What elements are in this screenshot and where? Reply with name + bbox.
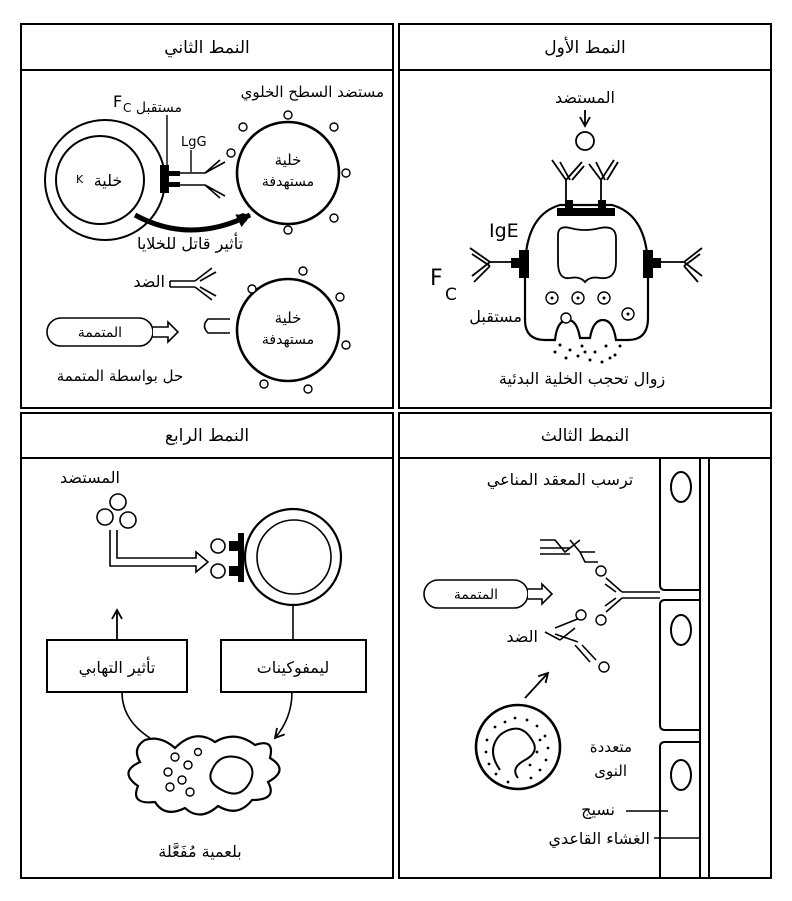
k-cell-fc-receptor: [160, 165, 169, 193]
immune-complex-antigens: [575, 565, 610, 673]
type1-fc-subscript: C: [445, 285, 457, 305]
killer-effect-label: تأثير قاتل للخلايا: [137, 232, 243, 254]
immune-complex-label: ترسب المعقد المناعي: [487, 470, 634, 490]
type1-fc-label: F: [430, 266, 443, 291]
target-cell-2-label-a: خلية: [275, 309, 302, 327]
tissue-wall: [659, 458, 700, 591]
killer-effect-arrow: [133, 212, 252, 233]
type2-receptor-label: مستقبل: [136, 100, 182, 116]
lymphokines-box: [220, 639, 367, 693]
type1-ige-label: IgE: [489, 220, 519, 242]
lymphokines-label: ليمفوكينات: [257, 658, 330, 678]
type1-diagram: المستضد: [430, 88, 703, 389]
type2-diagram: مستضد السطح الخلوي F C مستقبل LgG خلية K…: [44, 83, 384, 394]
basement-membrane-label: الغشاء القاعدي: [548, 829, 650, 849]
type1-caption: زوال تحجب الخلية البدئية: [499, 369, 665, 389]
type2-igg-label: LgG: [181, 135, 207, 150]
type3-diagram: ترسب المعقد المناعي المتممة الضد: [423, 458, 710, 878]
inflammatory-label: تأثير التهابي: [79, 656, 156, 678]
polymorph-label-b: النوى: [594, 762, 627, 780]
type4-antigen-cluster: [96, 493, 137, 529]
macrophage-vacuoles: [163, 747, 203, 797]
k-cell-label: خلية: [94, 171, 123, 190]
fc-receptor-left: [519, 250, 529, 278]
polymorph-nucleus: [492, 727, 536, 779]
tissue-label: نسيج: [581, 800, 615, 819]
type2-fc-label: F: [113, 92, 122, 111]
polymorph-cell: [474, 703, 562, 791]
fc-receptor-right: [643, 250, 653, 278]
macrophage-nucleus: [209, 755, 254, 795]
type1-antigen-label: المستضد: [555, 88, 615, 107]
panel-title-type2: النمط الثاني: [164, 38, 250, 58]
activated-macrophage: [127, 735, 281, 816]
type2-lysis-label: حل بواسطة المتممة: [57, 367, 184, 385]
type3-antibody-label: الضد: [506, 627, 538, 646]
degranulation-dots: [553, 343, 622, 364]
target-cell-1-label-a: خلية: [275, 151, 302, 169]
t-cell-antigens: [210, 538, 226, 579]
panel-title-type3: النمط الثالث: [541, 426, 630, 446]
type2-fc-subscript: C: [123, 101, 131, 115]
k-cell-nucleus: [55, 135, 145, 225]
polymorph-granules: [484, 716, 550, 784]
k-cell-letter: K: [76, 173, 84, 186]
macrophage-label: بلعمية مُفَعَّلة: [158, 842, 241, 861]
target-cell-2: [235, 277, 341, 383]
type4-antigen-label: المستضد: [60, 468, 120, 487]
type1-antigen-particle: [575, 131, 595, 151]
type2-complement-label: المتممة: [78, 325, 122, 341]
panel-title-type1: النمط الأول: [544, 37, 625, 58]
t-cell-receptor: [238, 533, 244, 582]
polymorph-label-a: متعددة: [590, 738, 632, 756]
target-cell-1-label-b: مستهدفة: [262, 174, 314, 190]
target-cell-1-antigens: [226, 110, 351, 235]
target-cell-1: [235, 120, 341, 226]
panel-frames: [20, 23, 772, 879]
mast-cell-nucleus: [557, 226, 617, 284]
panel-title-type4: النمط الرابع: [165, 426, 249, 446]
type2-surface-antigen-label: مستضد السطح الخلوي: [241, 83, 384, 102]
type4-antigen-arrow: [109, 530, 210, 574]
igg-antibody: [180, 159, 226, 199]
type1-receptor-label: مستقبل: [469, 307, 522, 326]
target-cell-2-label-b: مستهدفة: [262, 332, 314, 348]
type3-complement-label: المتممة: [454, 587, 498, 603]
type2-antibody-label: الضد: [133, 272, 165, 291]
type4-diagram: المستضد ليمفوكينات تأثير التهابي بلعمية …: [46, 468, 367, 861]
target-cell-2-antigens: [247, 266, 351, 394]
